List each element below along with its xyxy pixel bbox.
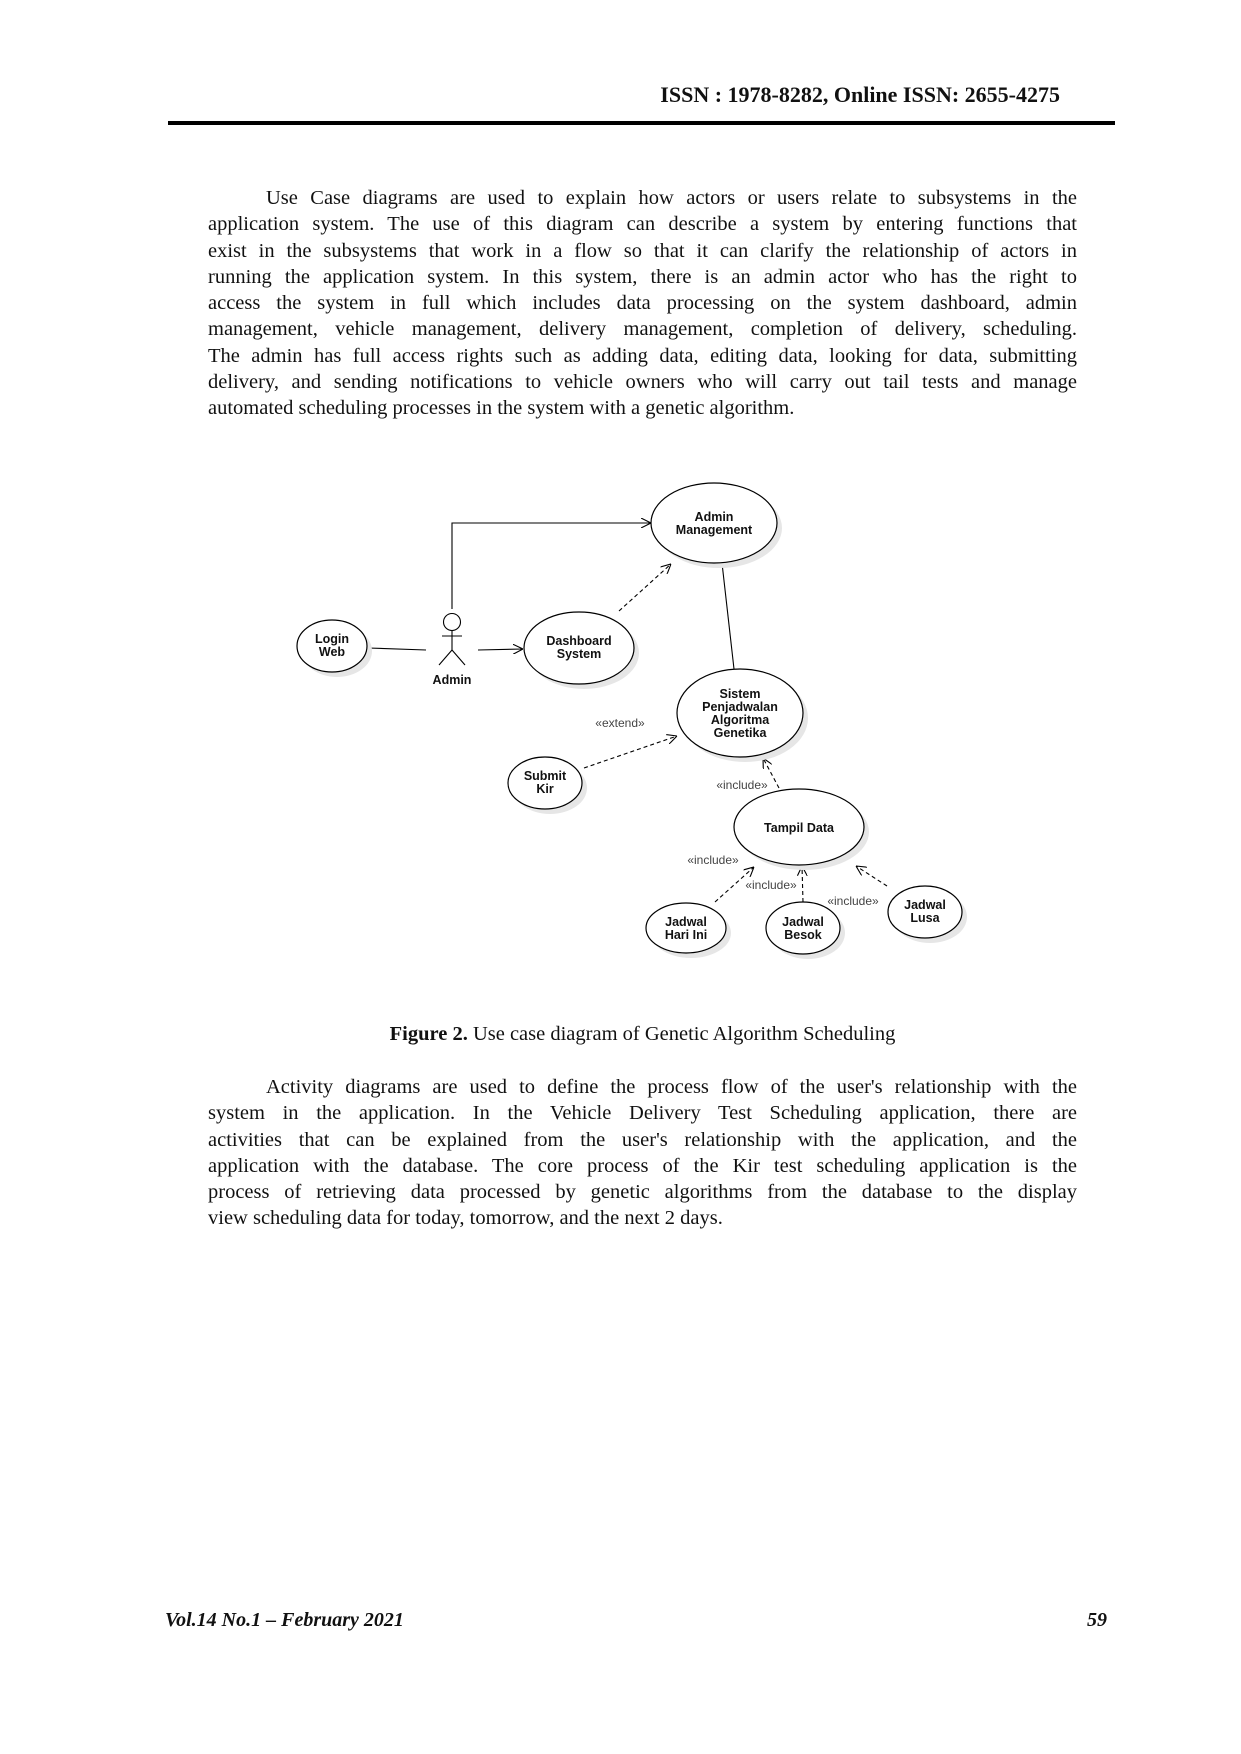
- use-case-label: Admin: [695, 510, 734, 524]
- text-line: view scheduling data for today, tomorrow…: [208, 1207, 723, 1230]
- paragraph-activity-diagram: Activity diagrams are used to define the…: [208, 1074, 1077, 1232]
- use-case-label: Web: [319, 645, 346, 659]
- use-case-label: Jadwal: [782, 915, 824, 929]
- use-case-label: Penjadwalan: [702, 700, 778, 714]
- use-case-jadwal-hari-ini: Jadwal Hari Ini: [645, 902, 731, 958]
- include-lusa-to-tampil: [856, 866, 888, 887]
- association-admin-management-to-sistem: [721, 562, 735, 670]
- use-case-submit-kir: Submit Kir: [507, 756, 587, 814]
- dependency-dashboard-to-admin-management: [618, 564, 671, 612]
- use-case-jadwal-besok: Jadwal Besok: [765, 901, 845, 959]
- figure-caption: Figure 2. Use case diagram of Genetic Al…: [208, 1021, 1077, 1047]
- use-case-label: Algoritma: [711, 713, 770, 727]
- actor-head: [442, 612, 462, 632]
- use-case-label: Jadwal: [904, 898, 946, 912]
- use-case-label: Jadwal: [665, 915, 707, 929]
- text-line: process of retrieving data processed by …: [208, 1181, 1077, 1204]
- paragraph-use-case-intro: Use Case diagrams are used to explain ho…: [208, 185, 1077, 422]
- use-case-sistem-penjadwalan-algoritma-genetika: Sistem Penjadwalan Algoritma Genetika: [676, 668, 808, 762]
- use-case-label: Hari Ini: [665, 928, 707, 942]
- use-case-label: Besok: [784, 928, 822, 942]
- include-besok-to-tampil: [802, 866, 803, 903]
- use-case-label: Login: [315, 632, 349, 646]
- actor-admin: Admin: [433, 612, 472, 687]
- use-case-label: Tampil Data: [764, 821, 835, 835]
- use-case-dashboard-system: Dashboard System: [523, 611, 639, 689]
- use-case-label: System: [557, 647, 601, 661]
- footer-volume: Vol.14 No.1 – February 2021: [165, 1609, 404, 1631]
- include-label: «include»: [827, 894, 879, 908]
- footer-page-number: 59: [1087, 1609, 1107, 1631]
- use-case-label: Sistem: [720, 687, 761, 701]
- text-line: Use Case diagrams are used to explain ho…: [266, 187, 1077, 209]
- use-case-label: Genetika: [714, 726, 768, 740]
- text-line: application system. The use of this diag…: [208, 213, 1077, 236]
- text-line: automated scheduling processes in the sy…: [208, 397, 795, 420]
- include-tampil-to-sistem: [763, 758, 780, 789]
- text-line: The admin has full access rights such as…: [208, 344, 1077, 367]
- use-case-label: Submit: [524, 769, 567, 783]
- association-admin-to-admin-management: [451, 523, 651, 609]
- include-label: «include»: [716, 778, 768, 792]
- text-line: exist in the subsystems that work in a f…: [208, 239, 1077, 262]
- use-case-label: Management: [676, 523, 753, 537]
- text-line: management, vehicle management, delivery…: [208, 318, 1077, 341]
- text-line: running the application system. In this …: [208, 265, 1077, 288]
- text-line: access the system in full which includes…: [208, 292, 1077, 315]
- text-line: activities that can be explained from th…: [208, 1128, 1077, 1151]
- header-rule: [168, 121, 1115, 125]
- association-login-to-admin: [367, 647, 427, 651]
- text-line: Activity diagrams are used to define the…: [266, 1076, 1077, 1098]
- text-line: application with the database. The core …: [208, 1154, 1077, 1177]
- use-case-tampil-data: Tampil Data: [733, 788, 869, 870]
- extend-submit-kir-to-sistem: [583, 736, 677, 769]
- text-line: delivery, and sending notifications to v…: [208, 371, 1077, 394]
- extend-label: «extend»: [595, 716, 645, 730]
- include-label: «include»: [687, 853, 739, 867]
- use-case-label: Dashboard: [546, 634, 611, 648]
- use-case-login-web: Login Web: [296, 619, 372, 677]
- include-label: «include»: [745, 878, 797, 892]
- include-hari-ini-to-tampil: [714, 867, 754, 903]
- figure-caption-text: Use case diagram of Genetic Algorithm Sc…: [467, 1023, 896, 1045]
- figure-label: Figure 2.: [389, 1023, 468, 1045]
- use-case-label: Lusa: [910, 911, 940, 925]
- use-case-jadwal-lusa: Jadwal Lusa: [887, 885, 967, 943]
- text-line: system in the application. In the Vehicl…: [208, 1102, 1077, 1125]
- association-admin-to-dashboard: [477, 649, 523, 650]
- journal-issn-header: ISSN : 1978-8282, Online ISSN: 2655-4275: [660, 82, 1060, 107]
- use-case-admin-management: Admin Management: [650, 482, 782, 568]
- use-case-label: Kir: [536, 782, 554, 796]
- actor-label: Admin: [433, 673, 472, 687]
